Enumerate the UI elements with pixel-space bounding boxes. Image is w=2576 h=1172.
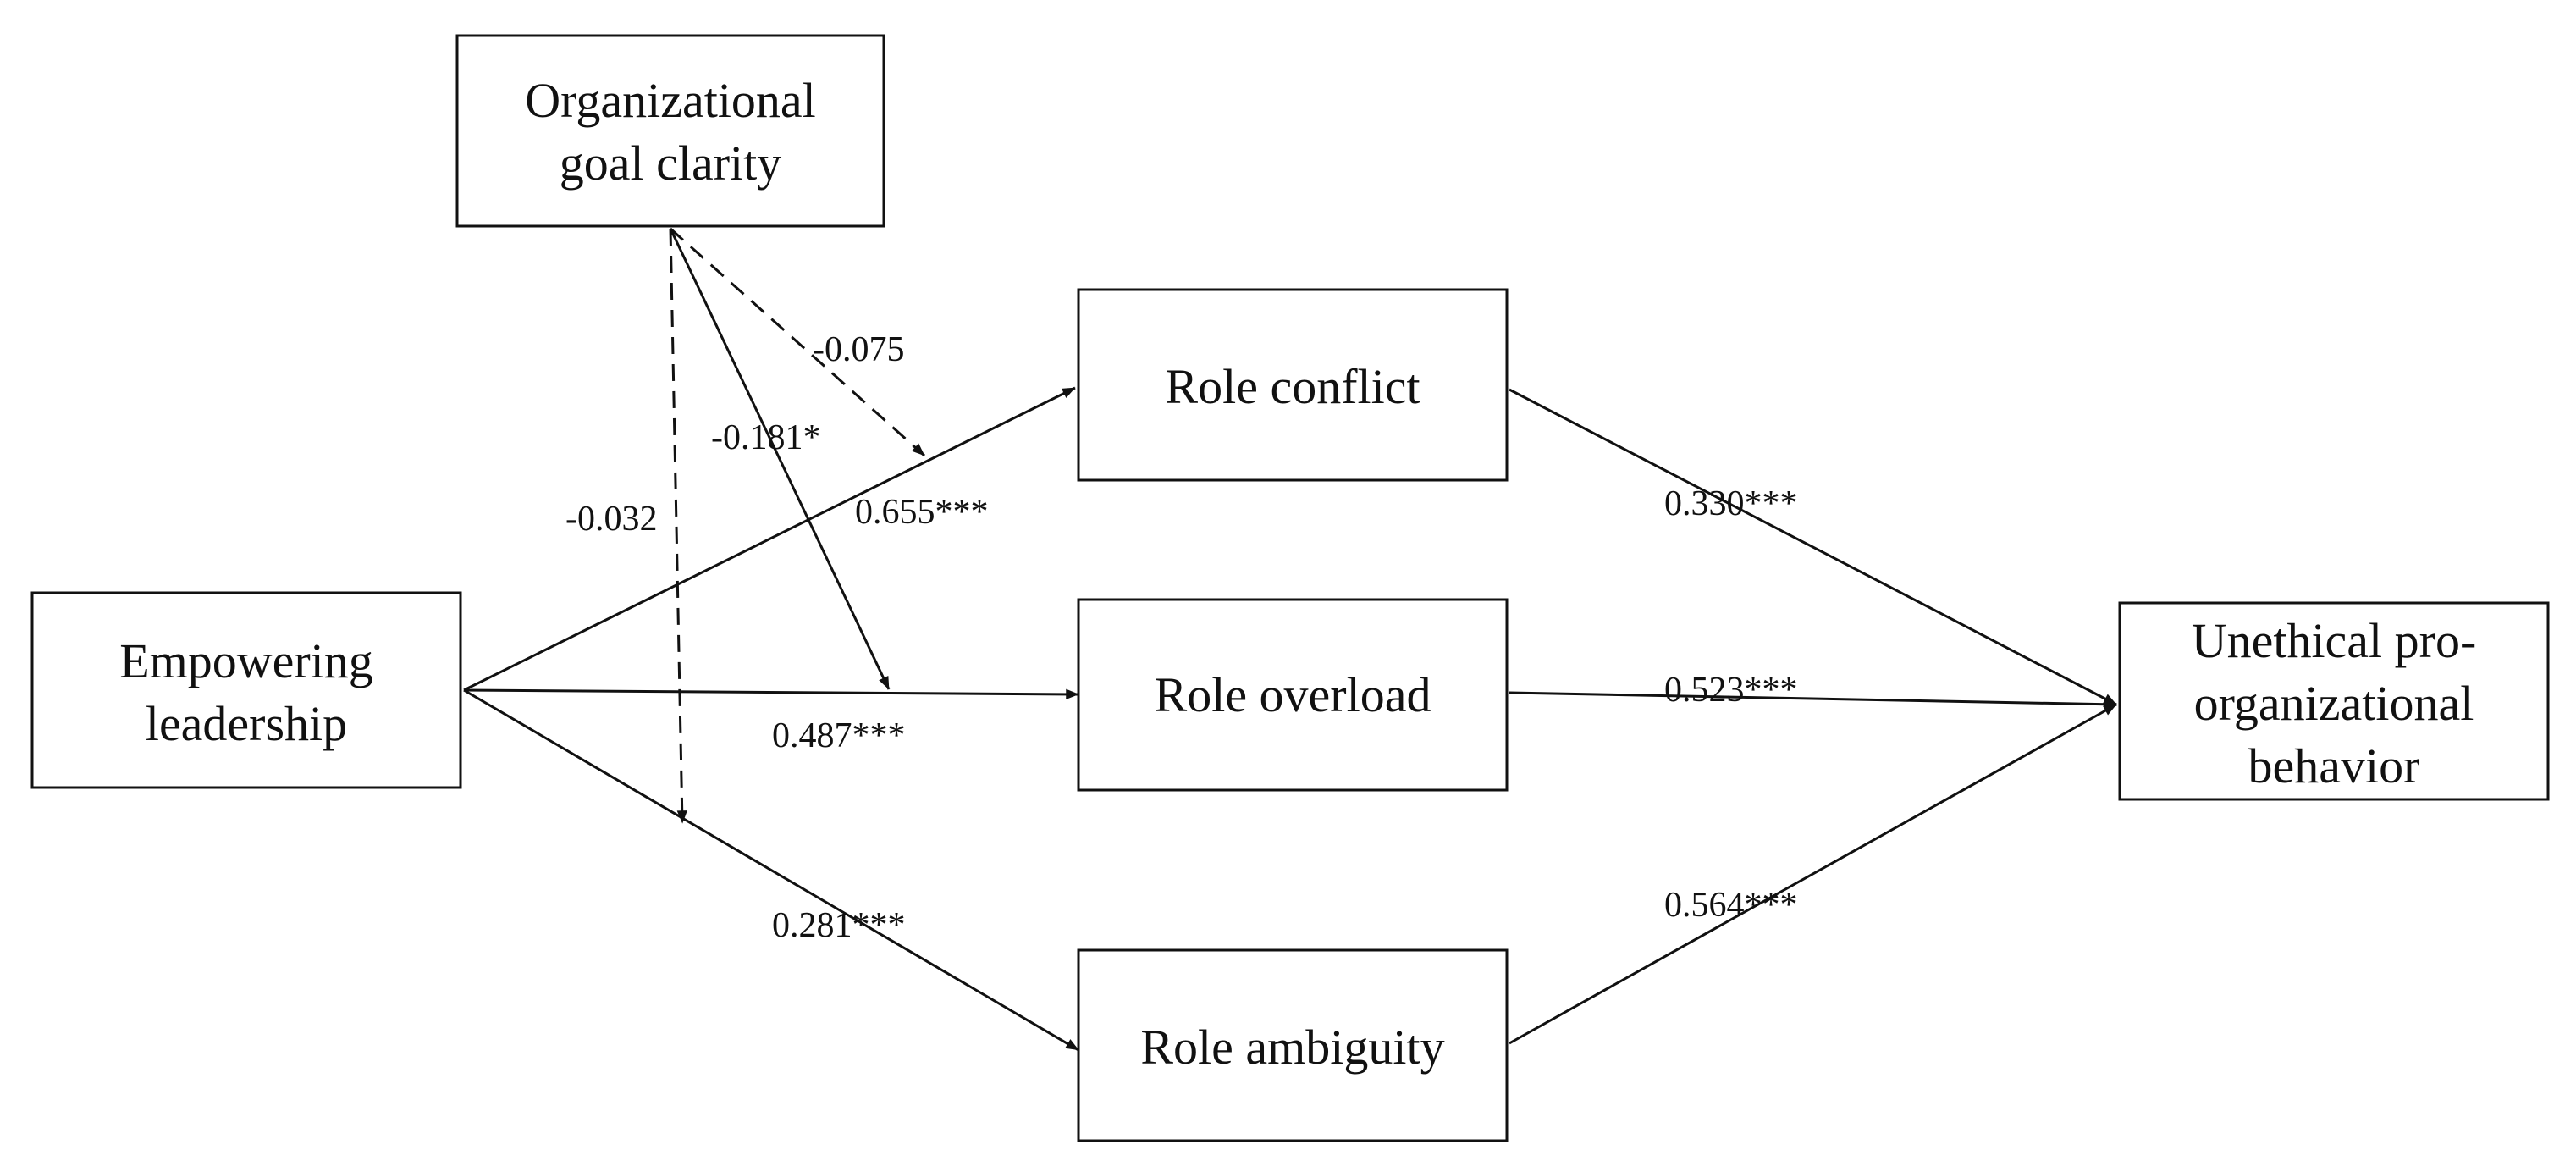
coef-overload-to-upb: 0.523*** — [1664, 671, 1798, 710]
node-role-conflict: Role conflict — [1077, 288, 1509, 482]
coef-el-to-ambiguity: 0.281*** — [772, 906, 906, 945]
coef-ambiguity-to-upb: 0.564*** — [1664, 886, 1798, 925]
node-goal-clarity-line-2: goal clarity — [560, 135, 782, 191]
node-empowering-line-1: Empowering — [119, 633, 373, 688]
path-empowering-to-role-conflict — [463, 386, 1076, 692]
node-empowering-leadership: Empowering leadership — [30, 591, 462, 789]
node-role-ambiguity-label: Role ambiguity — [1140, 1020, 1444, 1075]
node-role-ambiguity: Role ambiguity — [1077, 948, 1509, 1142]
node-role-overload: Role overload — [1077, 598, 1509, 792]
coef-conflict-to-upb: 0.330*** — [1664, 484, 1798, 523]
coef-el-to-overload: 0.487*** — [772, 716, 906, 755]
coef-moderation-overload: -0.181* — [711, 418, 821, 457]
moderation-path-role-conflict — [670, 227, 925, 457]
node-unethical-pro-organizational-behavior: Unethical pro- organizational behavior — [2118, 601, 2550, 801]
moderation-path-role-ambiguity — [669, 228, 687, 824]
node-role-overload-label: Role overload — [1155, 667, 1431, 722]
node-upb-line-3: behavior — [2248, 738, 2420, 793]
path-empowering-to-role-overload — [463, 688, 1079, 699]
path-role-ambiguity-to-upb — [1509, 703, 2117, 1045]
coef-moderation-ambiguity: -0.032 — [565, 500, 658, 539]
node-goal-clarity-line-1: Organizational — [525, 73, 816, 128]
path-role-overload-to-upb — [1509, 691, 2117, 710]
path-role-conflict-to-upb — [1509, 388, 2117, 706]
path-empowering-to-role-ambiguity — [463, 688, 1079, 1052]
coef-el-to-conflict: 0.655*** — [855, 493, 989, 532]
node-upb-line-1: Unethical pro- — [2192, 613, 2477, 668]
node-organizational-goal-clarity: Organizational goal clarity — [455, 34, 885, 228]
coef-moderation-conflict: -0.075 — [813, 330, 905, 369]
node-role-conflict-label: Role conflict — [1165, 359, 1420, 414]
node-empowering-line-2: leadership — [146, 696, 347, 751]
moderation-path-role-overload — [669, 228, 891, 690]
node-upb-line-2: organizational — [2194, 676, 2474, 731]
